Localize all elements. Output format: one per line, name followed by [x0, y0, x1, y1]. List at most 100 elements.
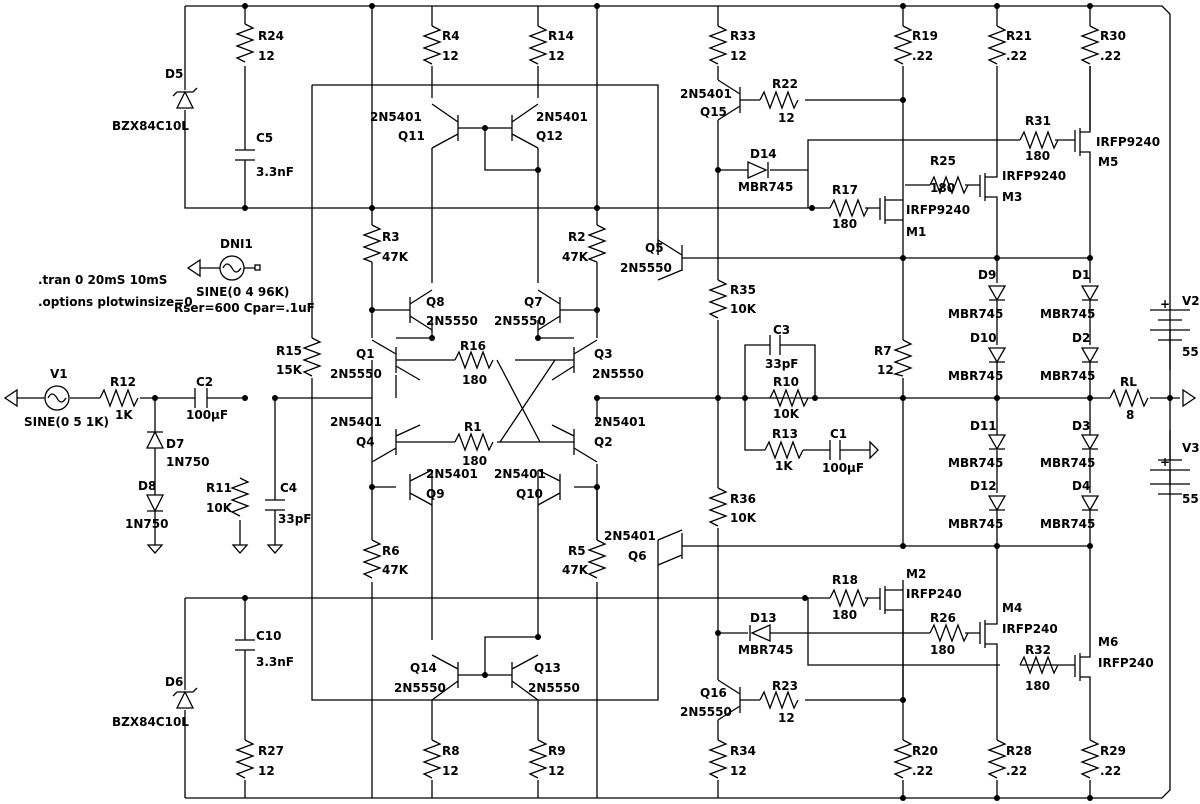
resistor-symbol-r26: [929, 623, 969, 643]
resistor-symbol-r24: [235, 23, 255, 63]
r36-name: R36: [730, 492, 756, 506]
c2-value: 100µF: [186, 408, 228, 422]
source-labels: V1 SINE(0 5 1K) DNI1 SINE(0 4 96K) Rser=…: [24, 237, 1200, 506]
bottom-supply-rail: [185, 430, 1171, 799]
m4-value: IRFP240: [1002, 622, 1058, 636]
q5-name: Q5: [645, 241, 664, 255]
r19-name: R19: [912, 29, 938, 43]
r19-value: .22: [912, 49, 933, 63]
transistor-symbol-q3: [551, 339, 598, 381]
r23-name: R23: [772, 679, 798, 693]
sine-glyph-dni1: [208, 263, 255, 273]
diode-symbol-d3: [1080, 434, 1100, 451]
q12-name: Q12: [536, 129, 563, 143]
d8-name: D8: [138, 479, 156, 493]
diode-symbol-d1: [1080, 285, 1100, 302]
ground-symbol-d8: [146, 544, 164, 554]
ground-symbol-c1: [869, 440, 879, 460]
r21-value: .22: [1006, 49, 1027, 63]
q2-name: Q2: [594, 435, 613, 449]
r25-name: R25: [930, 154, 956, 168]
wire-r8-r9: [431, 700, 539, 798]
q9-name: Q9: [426, 487, 445, 501]
transistor-symbol-q10: [537, 469, 561, 506]
capacitor-symbol-c10: [235, 639, 255, 651]
diode-symbol-d12: [987, 495, 1007, 512]
wire-col-597: [574, 6, 598, 338]
r9-name: R9: [548, 744, 566, 758]
d1-name: D1: [1072, 268, 1090, 282]
r10-value: 10K: [773, 407, 800, 421]
dni1-terminal: [254, 264, 261, 271]
r9-value: 12: [548, 764, 565, 778]
d4-name: D4: [1072, 479, 1090, 493]
r1-value: 180: [462, 454, 487, 468]
d6-name: D6: [165, 675, 183, 689]
resistor-symbol-r19: [893, 25, 913, 65]
d14-value: MBR745: [738, 180, 793, 194]
r16-name: R16: [460, 339, 486, 353]
d7-value: 1N750: [166, 455, 209, 469]
resistor-symbol-r29: [1080, 739, 1100, 779]
r2-name: R2: [568, 230, 586, 244]
d8-value: 1N750: [125, 517, 168, 531]
resistor-symbol-r35: [708, 279, 728, 319]
d11-name: D11: [970, 419, 997, 433]
resistor-symbol-r30: [1080, 25, 1100, 65]
wire-d5-bottom: [184, 110, 812, 209]
resistor-symbol-r7: [892, 339, 913, 377]
d7-name: D7: [166, 437, 184, 451]
q7-value: 2N5550: [494, 314, 546, 328]
c4-name: C4: [280, 481, 297, 495]
v1-name: V1: [50, 367, 68, 381]
r12-name: R12: [110, 375, 136, 389]
r31-value: 180: [1025, 149, 1050, 163]
q3-name: Q3: [594, 347, 613, 361]
r25-value: 180: [930, 181, 955, 195]
r4-name: R4: [442, 29, 460, 43]
capacitor-labels: C5 3.3nF C10 3.3nF C2 100µF C4 33pF C3 3…: [186, 131, 864, 669]
transistor-symbol-q2: [551, 424, 598, 463]
diode-symbol-d10: [987, 347, 1007, 364]
ground-symbol-c4: [266, 544, 284, 554]
transistor-symbol-q4: [371, 424, 421, 463]
r3-value: 47K: [382, 250, 409, 264]
wire-feedback: [744, 344, 870, 451]
r3-name: R3: [382, 230, 400, 244]
resistor-symbol-r6: [362, 539, 382, 579]
resistor-symbol-r34: [708, 739, 728, 779]
r35-name: R35: [730, 283, 756, 297]
q13-name: Q13: [534, 661, 561, 675]
wire-d14: [718, 139, 1000, 208]
r20-value: .22: [912, 764, 933, 778]
battery-symbol-v2: [1150, 309, 1190, 398]
q1-name: Q1: [356, 347, 375, 361]
r33-value: 12: [730, 49, 747, 63]
r21-name: R21: [1006, 29, 1032, 43]
transistor-symbol-q11: [431, 103, 459, 149]
wire-left-loop: [311, 85, 659, 701]
transistor-symbol-q13: [511, 654, 539, 701]
q7-name: Q7: [524, 295, 543, 309]
c2-name: C2: [196, 375, 213, 389]
q15-value: 2N5401: [680, 87, 732, 101]
wire-q1-emitter: [395, 359, 541, 443]
diode-symbol-d11: [987, 434, 1007, 451]
d2-name: D2: [1072, 331, 1090, 345]
d11-value: MBR745: [948, 456, 1003, 470]
transistor-labels: 2N5401 Q11 2N5401 Q12 2N5401 Q15 Q5 2N55…: [330, 87, 732, 719]
mosfet-symbol-m5: [1074, 66, 1091, 185]
resistor-symbols: [30, 23, 1149, 779]
junction-dots: [152, 3, 1173, 801]
r6-value: 47K: [382, 563, 409, 577]
ground-symbol-v1: [3, 388, 30, 408]
ground-symbol-r11: [231, 520, 249, 554]
capacitor-symbol-c1: [829, 440, 847, 460]
wire-q13-q14: [458, 636, 538, 676]
r6-name: R6: [382, 544, 400, 558]
diode-symbol-d7: [145, 398, 165, 449]
r30-value: .22: [1100, 49, 1121, 63]
c1-name: C1: [830, 427, 847, 441]
r27-value: 12: [258, 764, 275, 778]
d5-value: BZX84C10L: [112, 119, 189, 133]
